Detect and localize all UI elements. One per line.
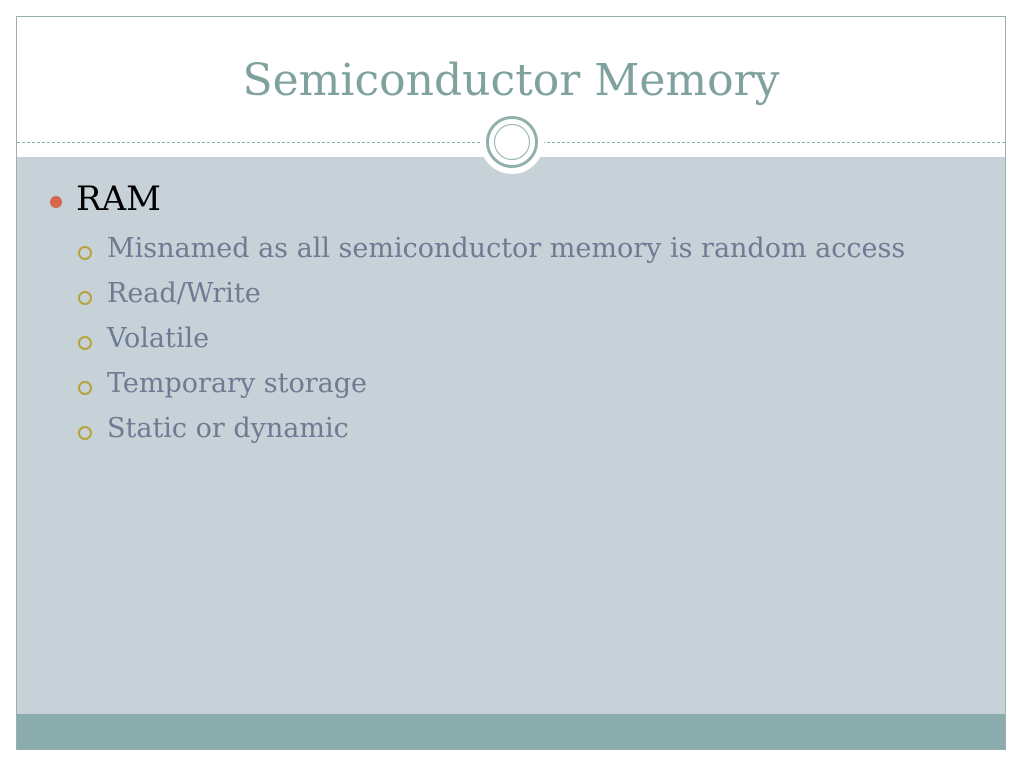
hollow-bullet-icon [78, 336, 92, 350]
sub-bullet-text: Static or dynamic [107, 413, 349, 444]
sub-bullet-item: Volatile [17, 319, 1005, 364]
hollow-bullet-icon [78, 426, 92, 440]
sub-bullet-text: Volatile [107, 323, 210, 354]
hollow-bullet-icon [78, 291, 92, 305]
ring-ornament-inner [494, 124, 530, 160]
sub-bullet-item: Static or dynamic [17, 409, 1005, 454]
sub-bullet-item: Read/Write [17, 274, 1005, 319]
sub-bullet-text: Temporary storage [107, 368, 368, 399]
bullet-item-ram: RAM [17, 179, 1005, 223]
slide-title: Semiconductor Memory [242, 55, 780, 106]
hollow-bullet-icon [78, 246, 92, 260]
bullet-text: RAM [76, 179, 161, 219]
content-area [17, 157, 1005, 715]
sub-bullet-text: Misnamed as all semiconductor memory is … [107, 233, 906, 264]
bullet-list: RAM Misnamed as all semiconductor memory… [17, 179, 1005, 454]
sub-bullet-item: Misnamed as all semiconductor memory is … [17, 229, 1005, 274]
filled-bullet-icon [50, 196, 62, 208]
sub-bullet-item: Temporary storage [17, 364, 1005, 409]
hollow-bullet-icon [78, 381, 92, 395]
sub-bullet-text: Read/Write [107, 278, 261, 309]
slide: Semiconductor Memory RAM Misnamed as all… [16, 16, 1006, 750]
footer-bar [17, 714, 1005, 749]
ring-ornament-icon [486, 116, 538, 168]
